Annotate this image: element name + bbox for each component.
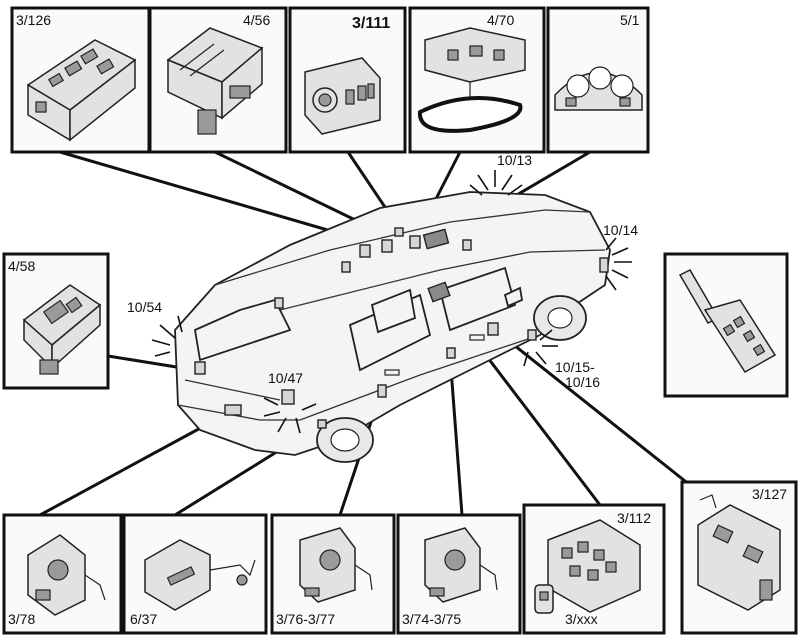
callout-label-3-111: 3/111 — [352, 15, 390, 32]
callout-box-4-58: 4/58 — [2, 252, 110, 390]
burst-marker-10-14 — [605, 237, 632, 291]
circuit-board-module-sketch — [22, 284, 102, 375]
window-switch-panel-sketch — [26, 39, 137, 142]
callout-box-3-127: 3/127 — [680, 480, 798, 635]
callout-box-3-74-3-75: 3/74-3/75 — [396, 513, 522, 635]
burst-marker-10-13 — [469, 170, 523, 196]
callout-box-3-112: 3/112 3/xxx — [522, 503, 666, 635]
marker-label-10-47: 10/47 — [268, 370, 303, 386]
key-box — [663, 252, 789, 398]
callout-label-3-126: 3/126 — [16, 12, 51, 28]
marker-label-10-54: 10/54 — [127, 299, 162, 315]
marker-label-10-13: 10/13 — [497, 152, 532, 168]
callout-label-4-58: 4/58 — [8, 258, 35, 274]
pump-unit-sketch — [144, 539, 256, 611]
door-lock-sketch-2 — [424, 527, 498, 603]
callout-box-4-56: 4/56 — [148, 6, 288, 154]
callout-box-3-78: 3/78 — [2, 513, 123, 635]
callout-box-3-111: 3/111 — [288, 6, 407, 154]
callout-label-3-127: 3/127 — [752, 486, 787, 502]
callout-label-4-70: 4/70 — [487, 12, 514, 28]
burst-marker-10-15 — [523, 329, 558, 367]
control-module-sketch — [166, 27, 264, 135]
callout-box-3-126: 3/126 — [10, 6, 151, 154]
instrument-cluster-sketch — [554, 66, 643, 111]
car-illustration — [174, 191, 611, 463]
callout-label-3-74-3-75: 3/74-3/75 — [402, 611, 461, 627]
callout-box-6-37: 6/37 — [122, 513, 268, 635]
rear-view-mirror-sketch — [417, 27, 526, 133]
marker-label-10-16: 10/16 — [565, 374, 600, 390]
callout-box-4-70: 4/70 — [408, 6, 546, 154]
callout-label-6-37: 6/37 — [130, 611, 157, 627]
marker-label-10-15: 10/15- — [555, 359, 595, 375]
callout-label-3-xxx: 3/xxx — [565, 611, 598, 627]
lock-actuator-sketch — [27, 534, 106, 616]
burst-marker-10-54 — [151, 315, 183, 357]
door-lock-sketch-1 — [299, 527, 373, 603]
small-relay-sketch — [534, 584, 554, 614]
remote-key-sketch — [678, 269, 777, 374]
switch-module-sketch — [697, 494, 781, 611]
callout-label-3-112: 3/112 — [617, 510, 651, 526]
burst-marker-10-47 — [263, 397, 317, 434]
callout-label-3-76-3-77: 3/76-3/77 — [276, 611, 335, 627]
callout-label-5-1: 5/1 — [620, 12, 640, 28]
light-switch-sketch — [304, 57, 381, 135]
callout-box-3-76-3-77: 3/76-3/77 — [270, 513, 396, 635]
marker-label-10-14: 10/14 — [603, 222, 638, 238]
callout-box-5-1: 5/1 — [546, 6, 650, 154]
callout-label-3-78: 3/78 — [8, 611, 35, 627]
callout-label-4-56: 4/56 — [243, 12, 270, 28]
